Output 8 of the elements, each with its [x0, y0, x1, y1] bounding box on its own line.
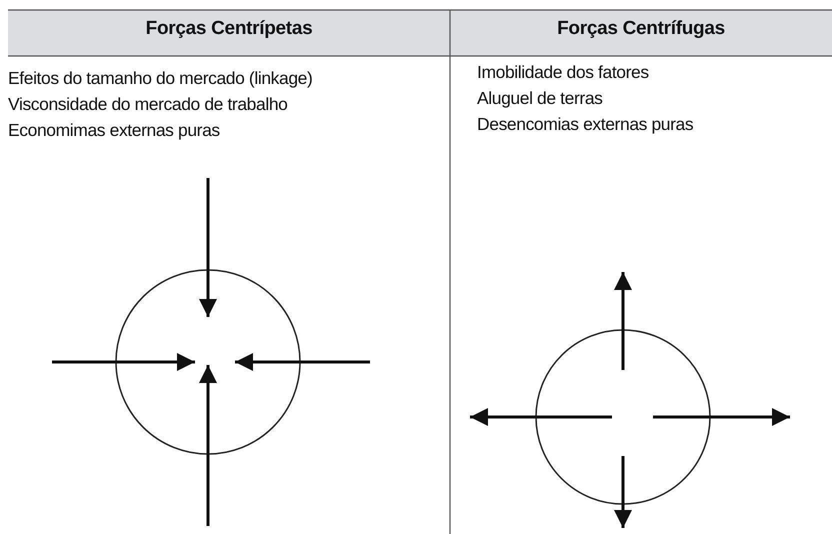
column-header: Forças Centrípetas — [144, 18, 314, 40]
force-item: Economimas externas puras — [8, 120, 220, 141]
force-item: Visconsidade do mercado de trabalho — [8, 94, 288, 115]
force-item: Efeitos do tamanho do mercado (linkage) — [8, 68, 312, 89]
column-header: Forças Centrífugas — [556, 18, 726, 40]
force-item: Imobilidade dos fatores — [477, 62, 649, 83]
force-item: Desencomias externas puras — [477, 114, 694, 135]
force-item: Aluguel de terras — [477, 88, 603, 109]
